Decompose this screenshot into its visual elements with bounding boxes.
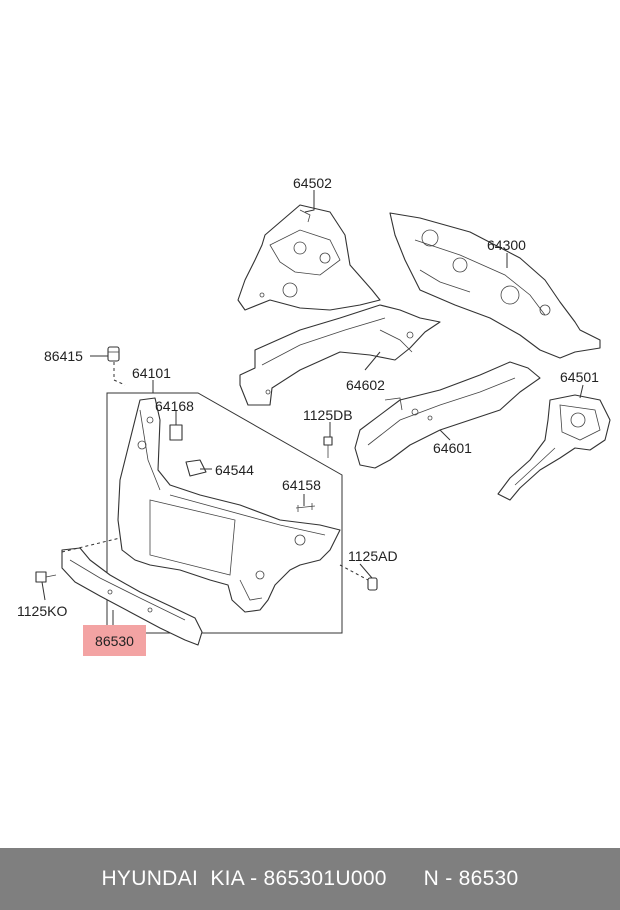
callout-1125DB: 1125DB	[303, 407, 353, 423]
part-64501-shape	[497, 394, 611, 501]
callout-64601: 64601	[433, 440, 472, 456]
leader-lines	[41, 190, 584, 625]
fastener-86415	[107, 346, 120, 362]
bolt-1125KO	[35, 571, 57, 583]
part-64300-shape	[389, 212, 601, 359]
part-86530-shape	[61, 547, 203, 646]
part-64601-shape	[354, 361, 541, 469]
footer-part-number: HYUNDAI KIA - 865301U000	[101, 867, 387, 890]
callout-64501: 64501	[560, 369, 599, 385]
callout-64158: 64158	[282, 477, 321, 493]
part-64101-shape	[117, 397, 341, 613]
bolt-1125DB	[323, 436, 333, 458]
callout-1125AD: 1125AD	[348, 548, 398, 564]
callout-64602: 64602	[346, 377, 385, 393]
footer-reference: N - 86530	[423, 867, 519, 890]
part-64502-shape	[237, 204, 381, 311]
callout-64502: 64502	[293, 175, 332, 191]
bracket-64544	[185, 459, 207, 477]
callout-86415: 86415	[44, 348, 83, 364]
callout-1125KO: 1125KO	[17, 603, 68, 619]
bracket-64158	[295, 503, 316, 512]
bolt-1125AD	[367, 577, 378, 591]
parts-diagram: 64502 64300 86415 64101 64168 1125DB 646…	[17, 175, 611, 656]
callout-64544: 64544	[215, 462, 254, 478]
callout-64300: 64300	[487, 237, 526, 253]
callout-64101: 64101	[132, 365, 171, 381]
diagram-drawing	[35, 190, 611, 646]
bracket-64168	[169, 424, 183, 441]
callout-64168: 64168	[155, 398, 194, 414]
callout-86530: 86530	[95, 633, 134, 649]
footer-bar: HYUNDAI KIA - 865301U000 N - 86530	[0, 848, 620, 910]
part-64602-shape	[239, 304, 441, 406]
callout-86530-highlight: 86530	[83, 625, 146, 656]
footer-spacer	[387, 867, 424, 891]
